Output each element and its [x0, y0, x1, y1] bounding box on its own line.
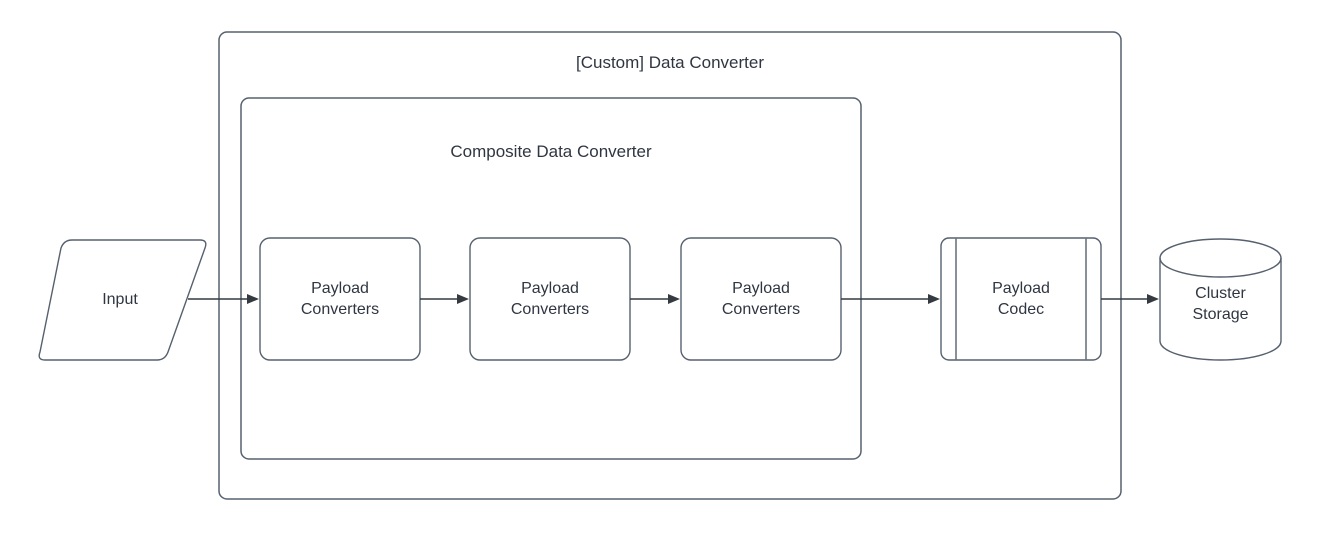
connector-converter-1-to-converter-2-arrowhead: [457, 294, 469, 304]
container-composite-data-converter-label: Composite Data Converter: [450, 141, 652, 161]
node-payload-converters-2-label: Payload Converters: [510, 279, 590, 318]
node-cluster-storage-shape[interactable]: [1159, 238, 1282, 361]
container-composite-data-converter[interactable]: [240, 97, 862, 460]
container-custom-data-converter-label: [Custom] Data Converter: [575, 52, 764, 72]
connector-converter-3-to-codec-arrowhead: [928, 294, 940, 304]
container-custom-data-converter[interactable]: [218, 31, 1122, 500]
node-cluster-storage-top-ellipse: [1159, 257, 1282, 278]
node-payload-codec-label: Payload Codec: [992, 279, 1050, 318]
node-payload-converters-3-label: Payload Converters: [721, 279, 801, 318]
connector-codec-to-storage-arrowhead: [1147, 294, 1159, 304]
node-cluster-storage-label: Cluster Storage: [1192, 284, 1249, 323]
node-input-label: Input: [102, 291, 138, 309]
node-input-shape[interactable]: [38, 239, 207, 361]
node-payload-converters-1-label: Payload Converters: [300, 279, 380, 318]
connector-converter-2-to-converter-3-arrowhead: [668, 294, 680, 304]
connector-input-to-converter-1-arrowhead: [247, 294, 259, 304]
